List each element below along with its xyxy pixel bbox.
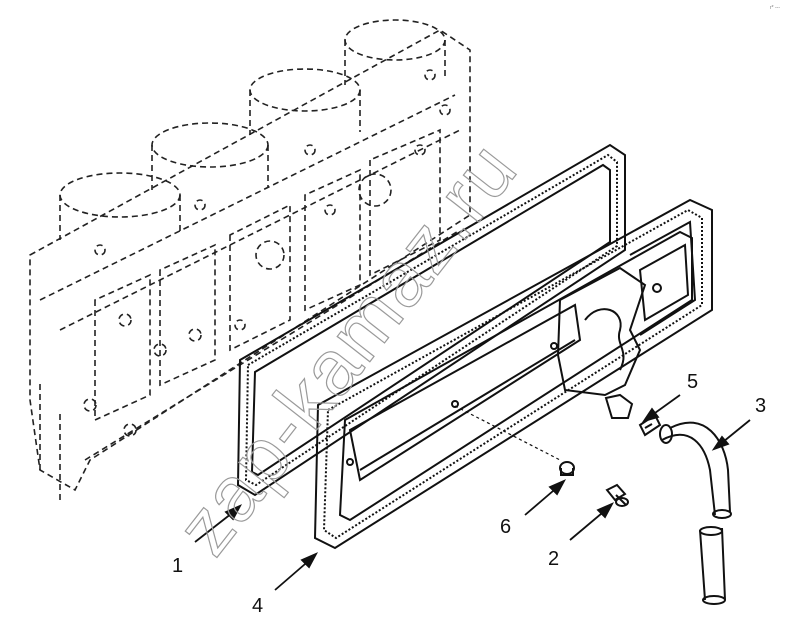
leader-6 xyxy=(524,479,567,516)
leader-4 xyxy=(274,552,319,591)
bolt xyxy=(605,483,629,507)
leader-5 xyxy=(641,394,681,423)
gasket xyxy=(236,143,626,497)
callout-2: 2 xyxy=(548,548,559,570)
callouts: 1 2 3 4 5 6 xyxy=(172,371,766,617)
callout-4: 4 xyxy=(252,595,263,617)
callout-6: 6 xyxy=(500,516,511,538)
callout-3: 3 xyxy=(755,395,766,417)
engine-block-phantom xyxy=(29,19,471,500)
leader-lines xyxy=(194,394,751,591)
plug xyxy=(559,461,575,476)
hose xyxy=(659,421,732,605)
side-cover xyxy=(313,198,713,550)
corner-mark: r* --- xyxy=(770,5,780,11)
leader-2 xyxy=(569,502,615,541)
callout-1: 1 xyxy=(172,555,183,577)
callout-5: 5 xyxy=(687,371,698,393)
leader-3 xyxy=(711,419,751,451)
leader-1 xyxy=(194,504,243,543)
